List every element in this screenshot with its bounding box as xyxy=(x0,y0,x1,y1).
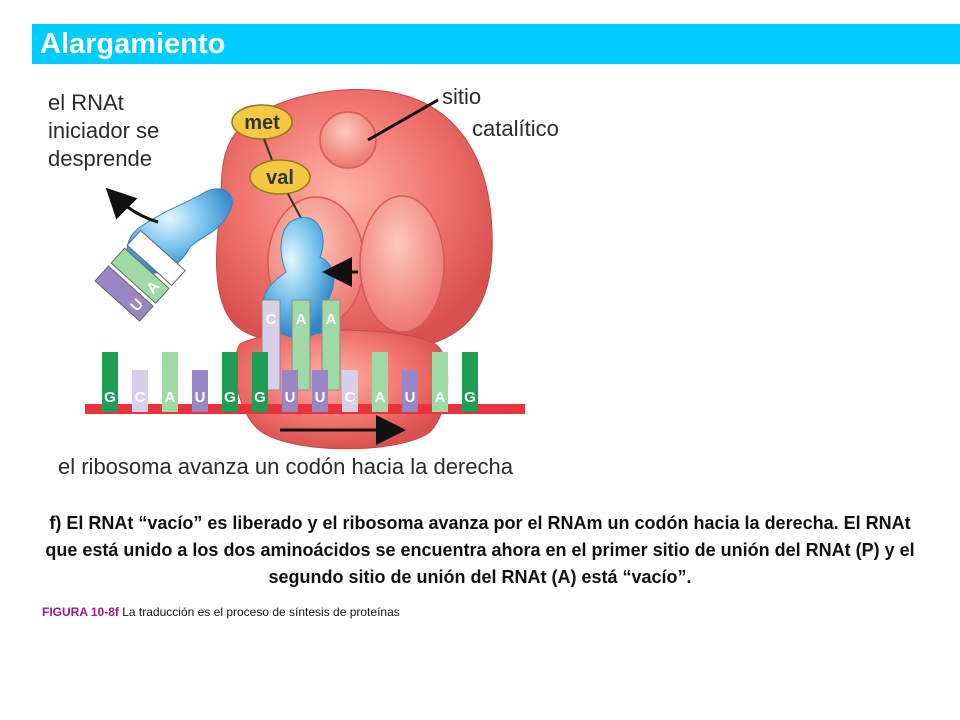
advance-label: el ribosoma avanza un codón hacia la der… xyxy=(58,454,514,479)
a-site xyxy=(359,195,445,333)
initiator-line-3: desprende xyxy=(48,146,152,171)
site-line-2: catalítico xyxy=(472,116,559,141)
figure-caption: FIGURA 10-8f La traducción es el proceso… xyxy=(42,605,400,619)
mrna-base: U xyxy=(315,389,326,406)
initiator-line-1: el RNAt xyxy=(48,90,124,115)
mrna-base: G xyxy=(254,389,266,406)
mrna-base: A xyxy=(435,389,446,406)
anticodon-1: C xyxy=(266,311,277,328)
aa-met-label: met xyxy=(244,112,280,134)
mrna-base: C xyxy=(135,389,146,406)
page-title: Alargamiento xyxy=(40,28,226,60)
mrna-base: G xyxy=(224,389,236,406)
mrna-base: U xyxy=(195,389,206,406)
anticodon-3: A xyxy=(326,311,337,328)
caption: f) El RNAt “vacío” es liberado y el ribo… xyxy=(45,513,915,587)
mrna-strand xyxy=(85,404,525,414)
amino-acid-met xyxy=(231,104,293,140)
catalytic-label: sitio catalítico xyxy=(442,84,559,141)
mrna-base: C xyxy=(345,389,356,406)
bound-trna xyxy=(262,216,335,339)
mrna-base: A xyxy=(375,389,386,406)
mrna-base: U xyxy=(285,389,296,406)
leaving-anticodon: U A C xyxy=(94,229,186,322)
initiator-label: el RNAt iniciador se desprende xyxy=(48,90,159,171)
ribosome-diagram: met val C A A U A C xyxy=(40,82,600,490)
mrna-base: G xyxy=(464,389,476,406)
catalytic-site xyxy=(319,111,377,169)
figure-label: FIGURA 10-8f xyxy=(42,605,119,619)
catalytic-pointer xyxy=(367,98,439,142)
mrna-bases: G C A U G G U U C A U A G xyxy=(102,352,478,412)
anticodon-2: A xyxy=(296,311,307,328)
site-line-1: sitio xyxy=(442,84,481,109)
title-bar: Alargamiento xyxy=(32,24,960,64)
initiator-line-2: iniciador se xyxy=(48,118,159,143)
mrna-base: U xyxy=(405,389,416,406)
aa-val-label: val xyxy=(266,167,294,189)
diagram-svg: met val C A A U A C xyxy=(48,84,559,479)
mrna-base: A xyxy=(165,389,176,406)
amino-acid-val xyxy=(249,159,311,195)
mrna-base: G xyxy=(104,389,116,406)
figure-text: La traducción es el proceso de síntesis … xyxy=(122,605,400,619)
